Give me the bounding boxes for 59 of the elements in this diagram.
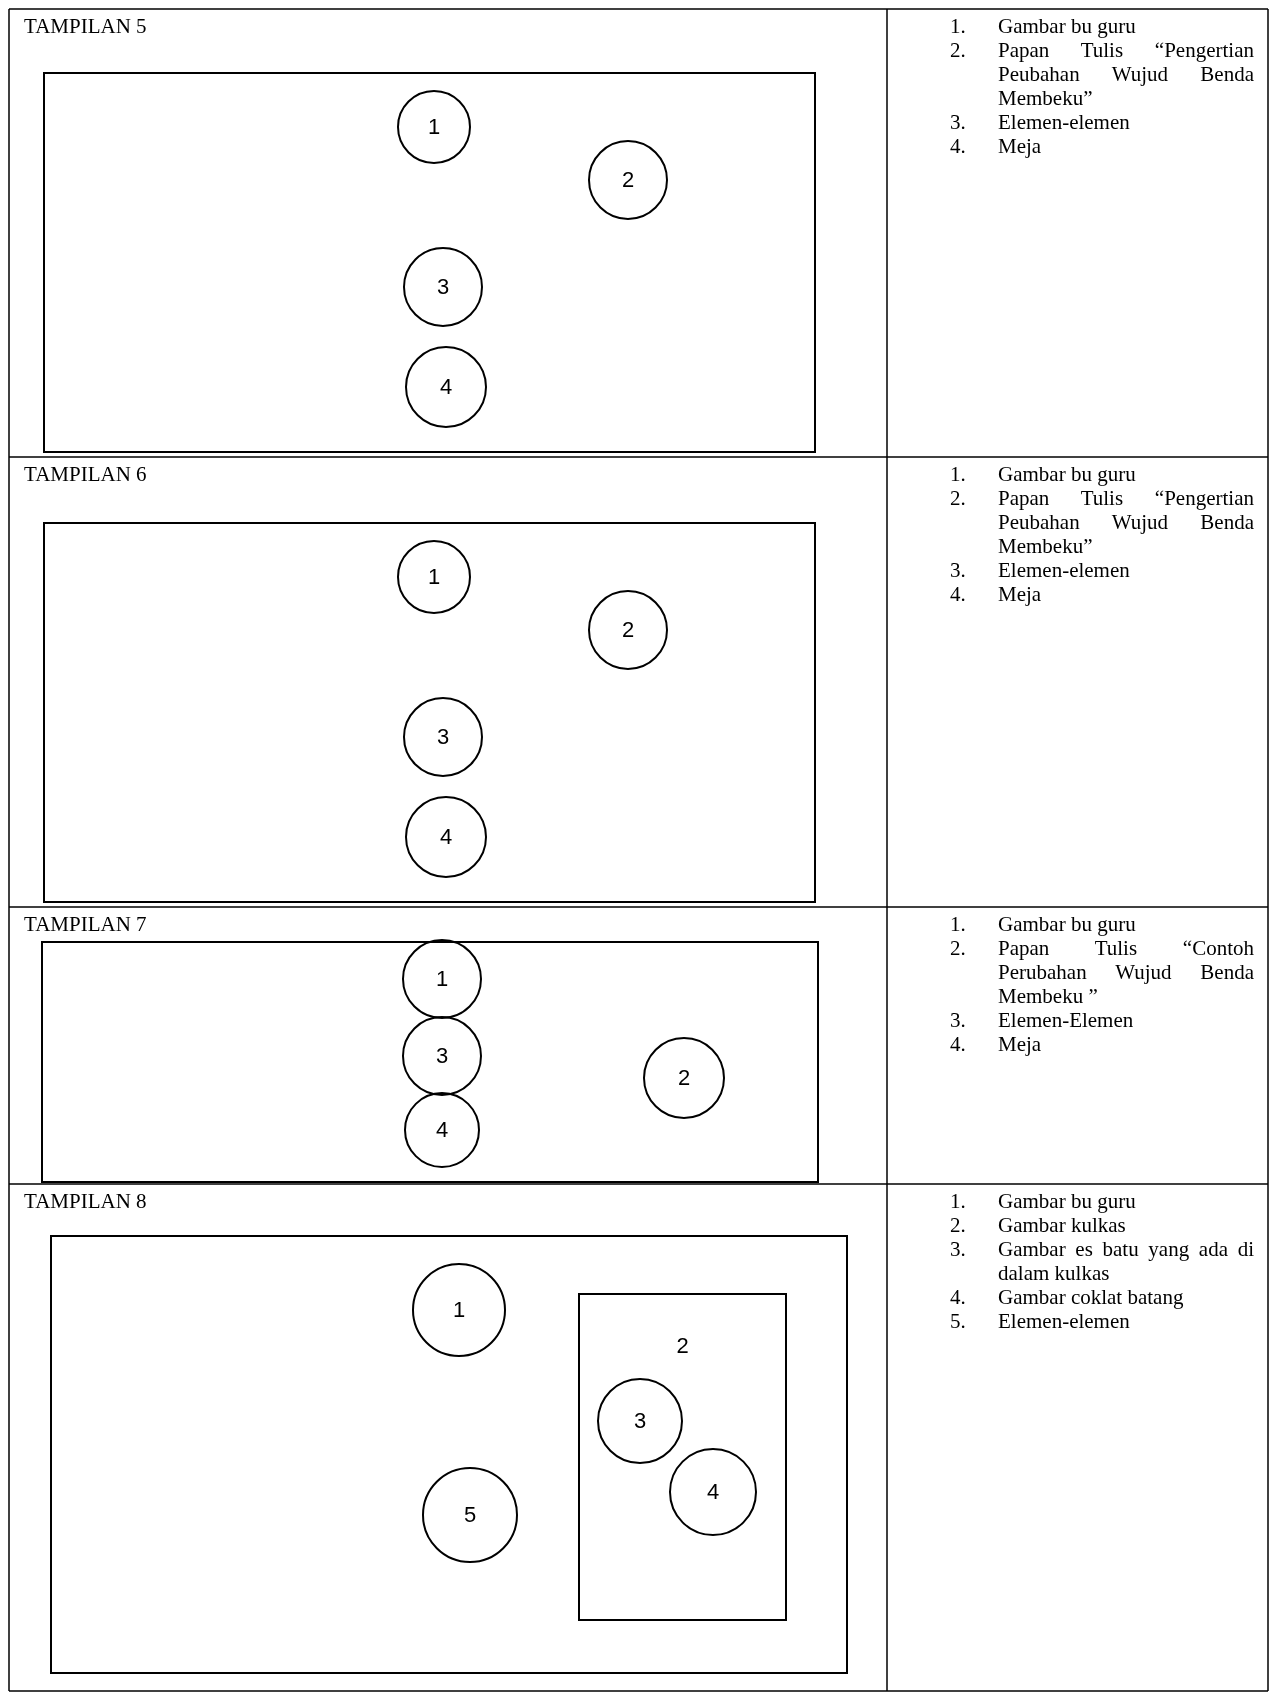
numbered-circle: 4: [405, 346, 487, 428]
frame-rectangle: [43, 522, 816, 903]
list-number: 3.: [950, 558, 967, 582]
frame-rectangle: [43, 72, 816, 453]
panel-heading: TAMPILAN 5: [24, 14, 147, 38]
numbered-circle: 1: [402, 939, 482, 1019]
list-number: 1.: [950, 1189, 967, 1213]
numbered-circle: 2: [588, 590, 668, 670]
list-number: 3.: [950, 110, 967, 134]
list-number: 2.: [950, 486, 967, 512]
list-item-text: Elemen-Elemen: [998, 1008, 1135, 1032]
list-item-text: Meja: [998, 1032, 1043, 1056]
numbered-circle: 1: [412, 1263, 506, 1357]
list-number: 4.: [950, 582, 967, 606]
list-item-text: Gambar bu guru: [998, 912, 1137, 936]
list-item-text: Gambar bu guru: [998, 1189, 1137, 1213]
list-item-text: Elemen-elemen: [998, 558, 1131, 582]
list-item-text: Papan Tulis “Pengertian Peubahan Wujud Benda Membeku”: [998, 486, 1254, 558]
numbered-circle: 1: [397, 540, 471, 614]
numbered-circle: 4: [404, 1092, 480, 1168]
list-number: 5.: [950, 1309, 967, 1333]
list-item-text: Gambar bu guru: [998, 14, 1137, 38]
list-item-text: Gambar kulkas: [998, 1213, 1127, 1237]
list-number: 4.: [950, 134, 967, 158]
numbered-circle: 1: [397, 90, 471, 164]
numbered-circle: 4: [405, 796, 487, 878]
list-number: 1.: [950, 912, 967, 936]
numbered-circle: 2: [643, 1037, 725, 1119]
list-number: 3.: [950, 1237, 967, 1263]
numbered-circle: 3: [402, 1016, 482, 1096]
list-number: 2.: [950, 936, 967, 962]
list-number: 3.: [950, 1008, 967, 1032]
list-item-text: Meja: [998, 582, 1043, 606]
list-item-text: Gambar bu guru: [998, 462, 1137, 486]
list-number: 1.: [950, 14, 967, 38]
numbered-circle: 3: [403, 247, 483, 327]
list-number: 2.: [950, 38, 967, 64]
numbered-circle: 3: [597, 1378, 683, 1464]
numbered-circle: 4: [669, 1448, 757, 1536]
numbered-circle: 3: [403, 697, 483, 777]
list-item-text: Gambar coklat batang: [998, 1285, 1185, 1309]
list-item-text: Papan Tulis “Pengertian Peubahan Wujud Benda Membeku”: [998, 38, 1254, 110]
frame-rectangle: [50, 1235, 848, 1674]
numbered-circle: 2: [588, 140, 668, 220]
numbered-rectangle: 2 3 4: [578, 1293, 787, 1621]
frame-rectangle: [41, 941, 819, 1183]
list-item-text: Papan Tulis “Contoh Perubahan Wujud Benda Membeku ”: [998, 936, 1254, 1008]
panel-heading: TAMPILAN 7: [24, 912, 147, 936]
list-number: 4.: [950, 1032, 967, 1056]
list-item-text: Meja: [998, 134, 1043, 158]
list-item-text: Gambar es batu yang ada di dalam kulkas: [998, 1237, 1254, 1285]
list-number: 2.: [950, 1213, 967, 1237]
list-number: 4.: [950, 1285, 967, 1309]
panel-heading: TAMPILAN 8: [24, 1189, 147, 1213]
panel-heading: TAMPILAN 6: [24, 462, 147, 486]
numbered-circle: 5: [422, 1467, 518, 1563]
list-item-text: Elemen-elemen: [998, 110, 1131, 134]
list-number: 1.: [950, 462, 967, 486]
list-item-text: Elemen-elemen: [998, 1309, 1131, 1333]
